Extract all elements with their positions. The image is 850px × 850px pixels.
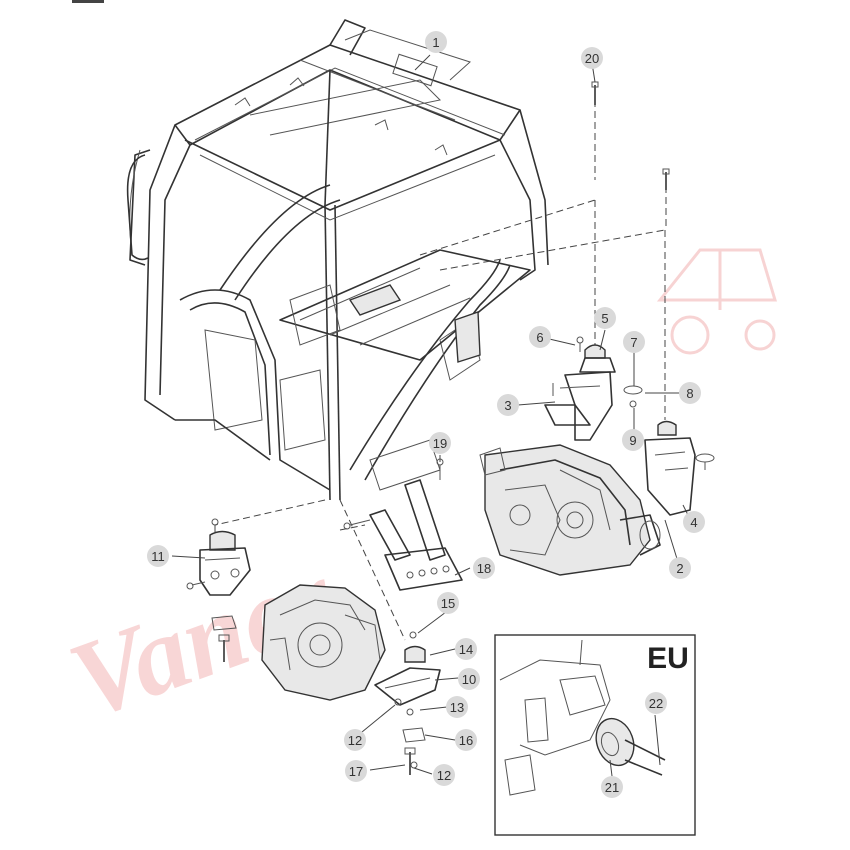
svg-text:7: 7 xyxy=(630,335,637,350)
svg-text:2: 2 xyxy=(676,561,683,576)
svg-text:19: 19 xyxy=(433,436,447,451)
callout-16: 16 xyxy=(455,729,477,751)
corner-mark xyxy=(72,0,104,3)
callout-1: 1 xyxy=(425,31,447,53)
callout-12-upper: 12 xyxy=(344,729,366,751)
callout-15: 15 xyxy=(437,592,459,614)
bolt-20 xyxy=(591,81,599,105)
eu-mount-21 xyxy=(595,717,666,776)
callout-2: 2 xyxy=(669,557,691,579)
callout-21: 21 xyxy=(601,776,623,798)
front-left-mount-11 xyxy=(186,518,251,662)
rear-transmission-housing xyxy=(479,444,661,576)
svg-text:10: 10 xyxy=(462,672,476,687)
svg-text:12: 12 xyxy=(437,768,451,783)
callout-17: 17 xyxy=(345,760,367,782)
callouts: 1 20 5 6 7 8 3 9 19 4 11 2 18 15 14 10 1… xyxy=(147,31,705,798)
callout-14: 14 xyxy=(455,638,477,660)
callout-5: 5 xyxy=(594,307,616,329)
callout-4: 4 xyxy=(683,511,705,533)
svg-text:14: 14 xyxy=(459,642,473,657)
eu-inset-frame xyxy=(499,639,611,796)
callout-20: 20 xyxy=(581,47,603,69)
svg-text:16: 16 xyxy=(459,733,473,748)
right-rear-mount-bracket xyxy=(544,336,643,441)
right-mount-bracket xyxy=(644,420,715,516)
svg-text:5: 5 xyxy=(601,311,608,326)
callout-7: 7 xyxy=(623,331,645,353)
svg-text:3: 3 xyxy=(504,398,511,413)
callout-10: 10 xyxy=(458,668,480,690)
svg-text:22: 22 xyxy=(649,696,663,711)
watermark-tractor-logo xyxy=(656,248,778,355)
callout-3: 3 xyxy=(497,394,519,416)
svg-text:21: 21 xyxy=(605,780,619,795)
long-bolt xyxy=(662,168,670,190)
callout-22: 22 xyxy=(645,692,667,714)
svg-text:13: 13 xyxy=(450,700,464,715)
front-right-mount-10 xyxy=(374,631,441,775)
svg-text:11: 11 xyxy=(151,549,165,564)
callout-18: 18 xyxy=(473,557,495,579)
callout-13: 13 xyxy=(446,696,468,718)
svg-text:12: 12 xyxy=(348,733,362,748)
callout-9: 9 xyxy=(622,429,644,451)
svg-text:1: 1 xyxy=(432,35,439,50)
svg-text:9: 9 xyxy=(629,433,636,448)
eu-inset: EU xyxy=(494,634,696,836)
svg-text:15: 15 xyxy=(441,596,455,611)
eu-inset-title: EU xyxy=(647,642,689,675)
svg-text:20: 20 xyxy=(585,51,599,66)
svg-text:18: 18 xyxy=(477,561,491,576)
cab-frame xyxy=(126,19,549,501)
callout-19: 19 xyxy=(429,432,451,454)
svg-text:4: 4 xyxy=(690,515,697,530)
step-18 xyxy=(343,458,463,591)
callout-8: 8 xyxy=(679,382,701,404)
callout-6: 6 xyxy=(529,326,551,348)
eu-inset-border xyxy=(494,634,696,836)
front-transmission-housing xyxy=(261,584,386,701)
svg-text:6: 6 xyxy=(536,330,543,345)
callout-12-lower: 12 xyxy=(433,764,455,786)
callout-11: 11 xyxy=(147,545,169,567)
svg-text:8: 8 xyxy=(686,386,693,401)
svg-text:17: 17 xyxy=(349,764,363,779)
